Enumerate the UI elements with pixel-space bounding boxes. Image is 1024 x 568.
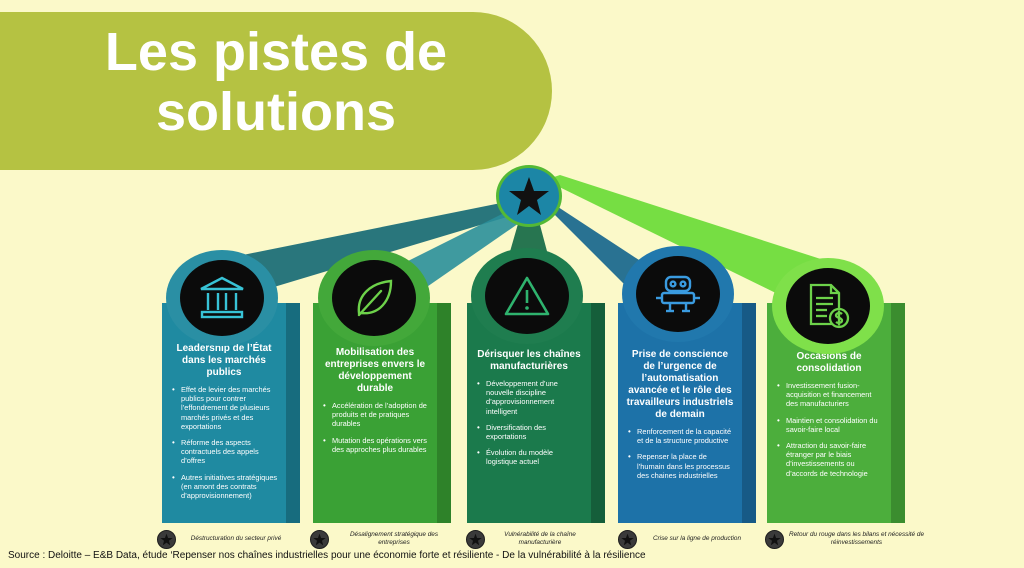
column-leadership: Leadership de l’État dans les marchés pu… <box>162 303 300 523</box>
column-heading: Mobilisation des entreprises envers le d… <box>324 347 426 394</box>
list-item: Repenser la place de l’humain dans les p… <box>628 452 734 480</box>
star-badge-icon <box>765 529 784 549</box>
footer-item-4: Crise sur la ligne de production <box>618 526 752 552</box>
list-item: Mutation des opérations vers des approch… <box>323 436 429 454</box>
medal-4 <box>622 246 734 342</box>
bullet-list: Développement d’une nouvelle discipline … <box>475 379 583 467</box>
bullet-list: Investissement fusion-acquisition et fin… <box>775 381 883 478</box>
page-title: Les pistes de solutions <box>0 22 552 142</box>
bullet-list: Renforcement de la capacité et de la str… <box>626 427 734 480</box>
list-item: Développement d’une nouvelle discipline … <box>477 379 583 416</box>
star-badge-icon <box>157 529 176 549</box>
list-item: Renforcement de la capacité et de la str… <box>628 427 734 445</box>
star-badge-icon <box>310 529 329 549</box>
list-item: Attraction du savoir-faire étranger par … <box>777 441 883 478</box>
bullet-list: Effet de levier des marchés publics pour… <box>170 385 278 500</box>
star-badge-icon <box>618 529 637 549</box>
column-heading: Prise de conscience de l’urgence de l’au… <box>626 349 734 420</box>
medal-5 <box>772 258 884 354</box>
leaf-icon <box>357 279 393 317</box>
column-automation: Prise de conscience de l’urgence de l’au… <box>618 303 756 523</box>
column-heading: Leadership de l’État dans les marchés pu… <box>176 343 272 378</box>
footer-item-3: Vulnérabilité de la chaîne manufacturièr… <box>466 526 590 552</box>
list-item: Maintien et consolidation du savoir-fair… <box>777 416 883 434</box>
star-badge-icon <box>466 529 485 549</box>
bullet-list: Accélération de l’adoption de produits e… <box>321 401 429 454</box>
list-item: Évolution du modèle logistique actuel <box>477 448 583 466</box>
list-item: Diversification des exportations <box>477 423 583 441</box>
medal-3 <box>471 248 583 344</box>
list-item: Accélération de l’adoption de produits e… <box>323 401 429 429</box>
footer-item-1: Déstructuration du secteur privé <box>157 526 291 552</box>
title-banner <box>0 12 552 170</box>
list-item: Effet de levier des marchés publics pour… <box>172 385 278 431</box>
list-item: Réforme des aspects contractuels des app… <box>172 438 278 466</box>
title-line-2: solutions <box>156 82 396 142</box>
footer-item-5: Retour du rouge dans les bilans et néces… <box>765 526 924 552</box>
robot-icon <box>656 275 700 313</box>
column-heading: Dérisquer les chaînes manufacturières <box>477 349 581 372</box>
document-dollar-icon <box>809 283 850 329</box>
medal-1 <box>166 250 278 346</box>
medal-2 <box>318 250 430 346</box>
bank-building-icon <box>200 276 244 319</box>
hub-star <box>496 165 562 227</box>
star-icon <box>509 177 549 215</box>
ray-5 <box>545 175 830 300</box>
warning-triangle-icon <box>504 276 550 316</box>
list-item: Investissement fusion-acquisition et fin… <box>777 381 883 409</box>
ray-1 <box>218 200 530 290</box>
footer-item-2: Désalignement stratégique des entreprise… <box>310 526 454 552</box>
column-heading: Occasions de consolidation <box>796 351 862 374</box>
list-item: Autres initiatives stratégiques (en amon… <box>172 473 278 501</box>
source-citation: Source : Deloitte – E&B Data, étude ‘Rep… <box>8 550 646 561</box>
title-line-1: Les pistes de <box>104 22 448 82</box>
